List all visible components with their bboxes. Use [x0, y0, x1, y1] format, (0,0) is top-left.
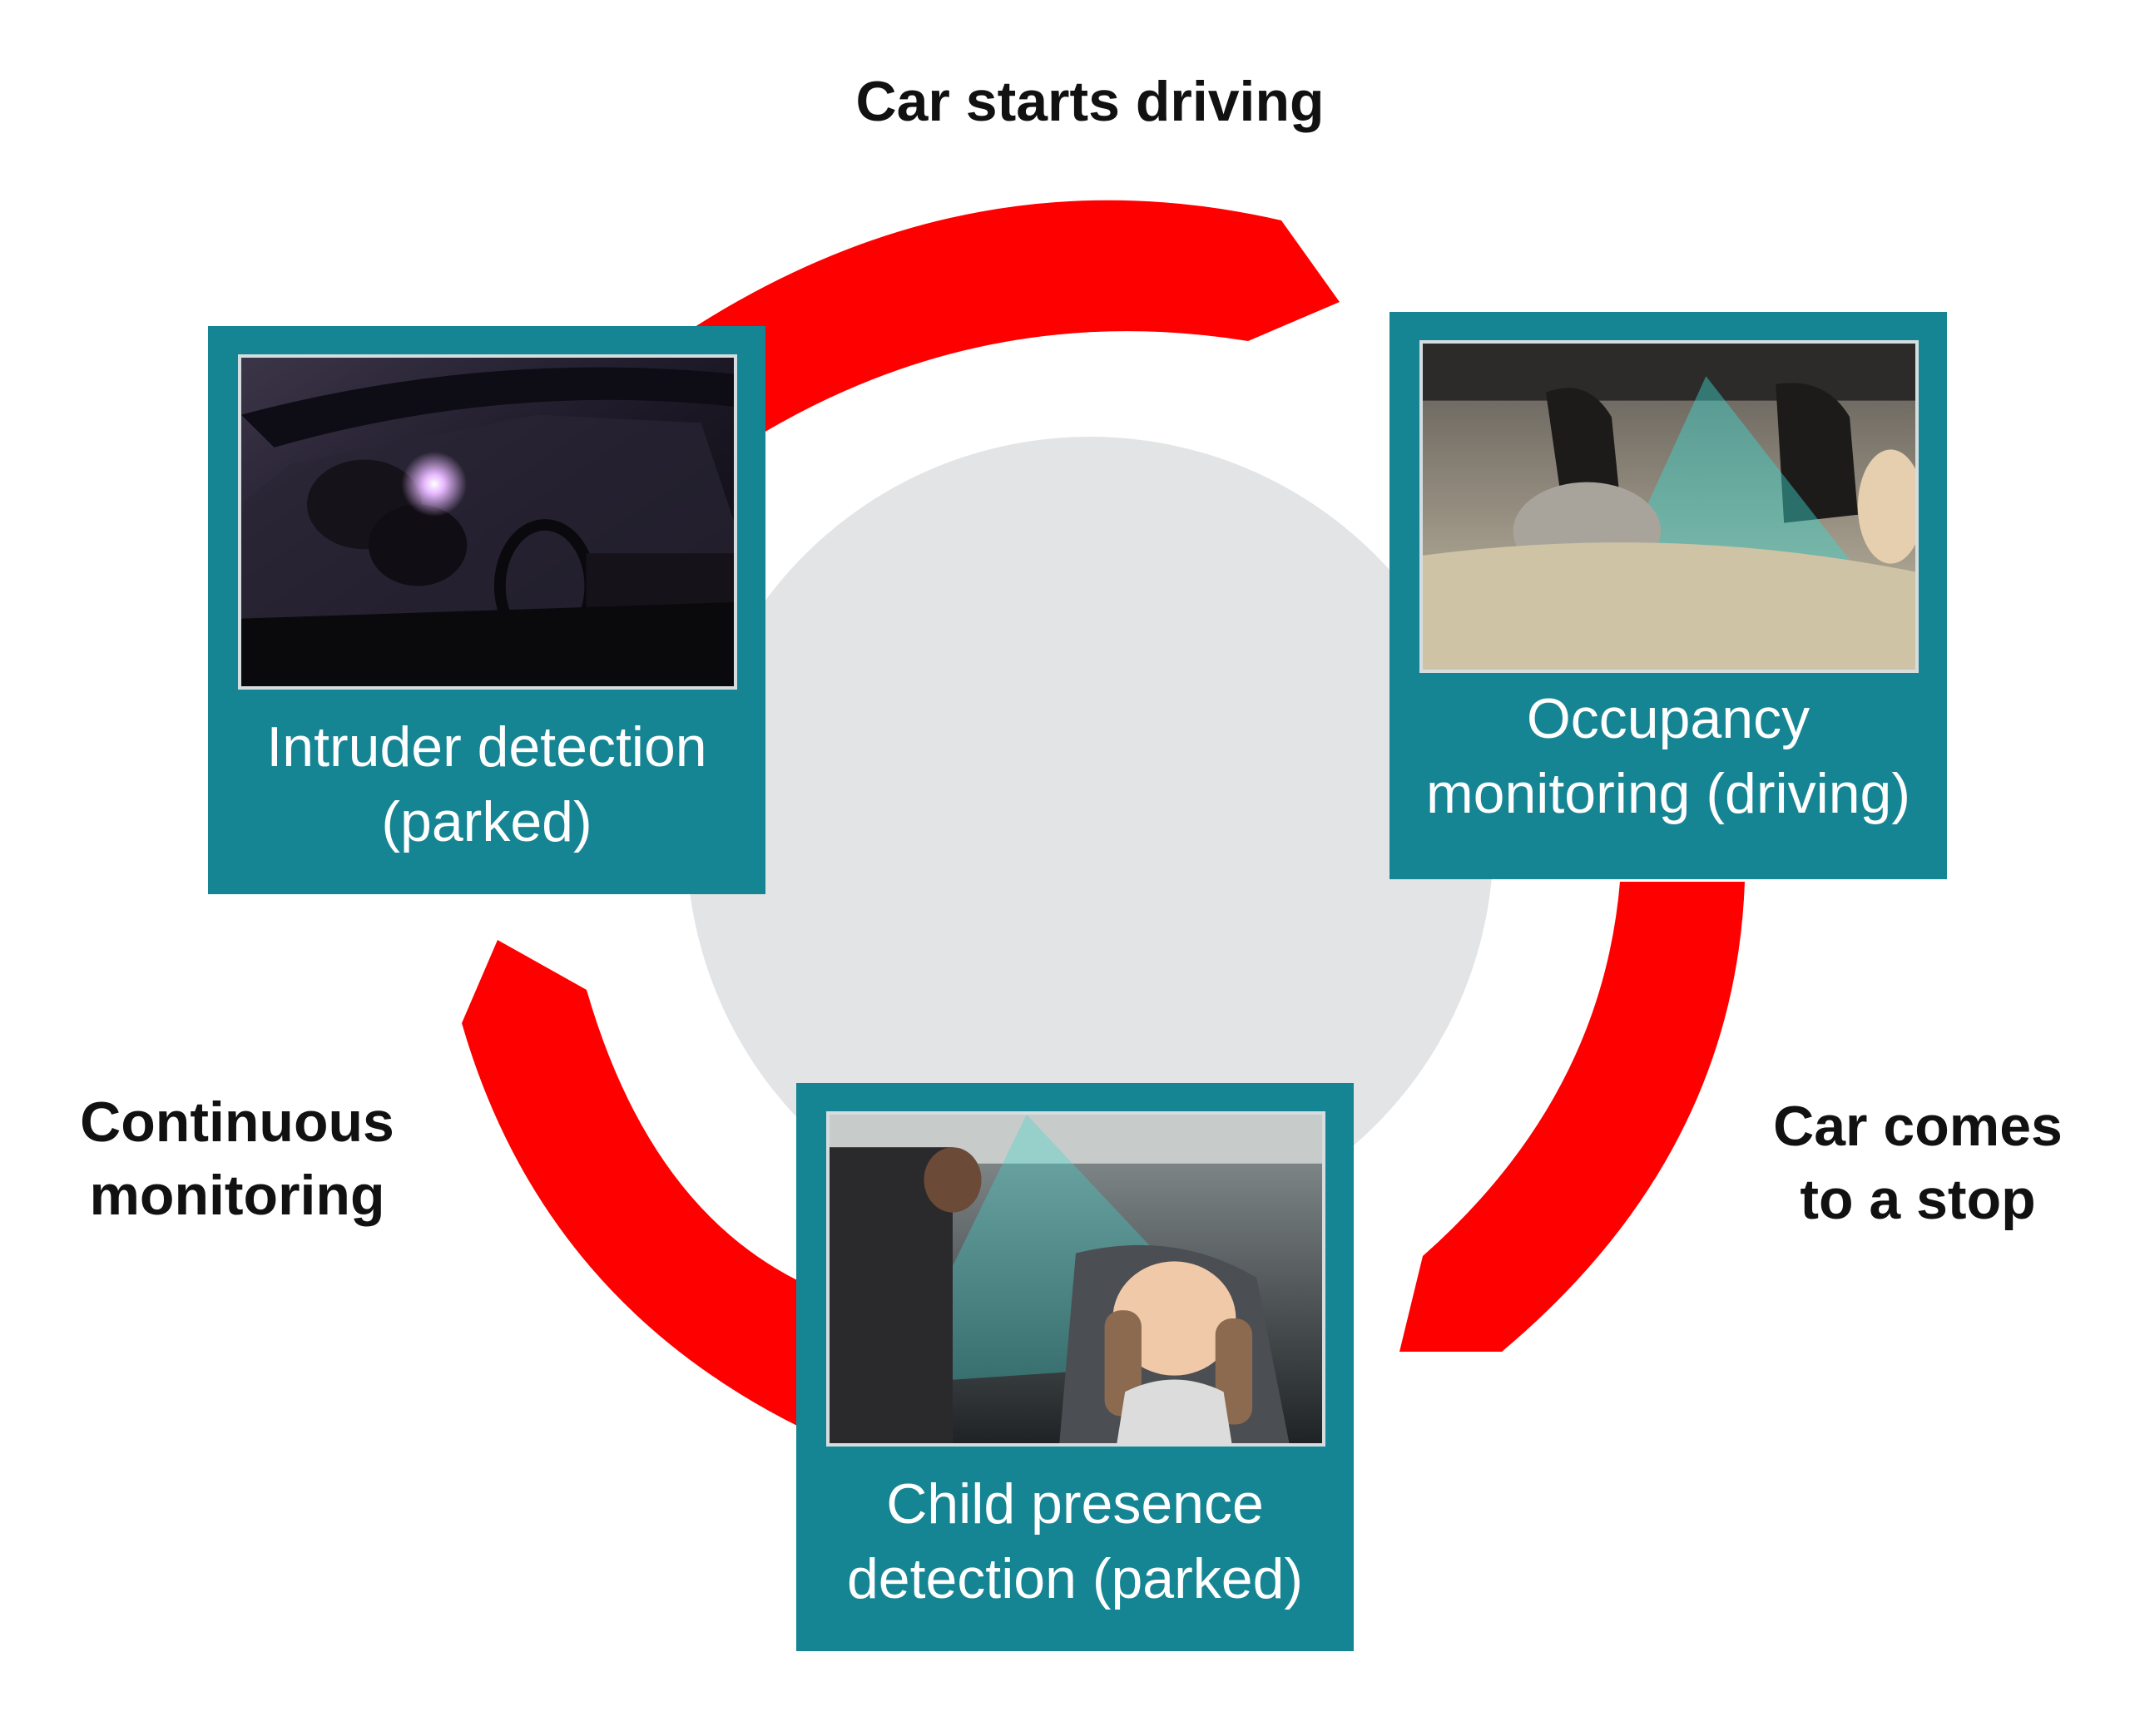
- intruder-caption-line1: Intruder detection: [266, 715, 707, 779]
- label-car-comes-line1: Car comes: [1773, 1095, 2063, 1158]
- label-continuous-line1: Continuous: [80, 1091, 394, 1154]
- label-car-starts-driving: Car starts driving: [855, 70, 1325, 133]
- intruder-caption: Intruder detection (parked): [216, 710, 757, 860]
- occupancy-caption-line1: Occupancy: [1526, 687, 1810, 750]
- occupancy-caption-line2: monitoring (driving): [1426, 761, 1910, 825]
- label-car-comes-to-stop: Car comes to a stop: [1743, 1090, 2093, 1237]
- child-caption-line1: Child presence: [886, 1472, 1264, 1536]
- arrow-car-starts-driving: [695, 200, 1340, 433]
- card-intruder-detection: Intruder detection (parked): [208, 326, 765, 894]
- label-continuous-monitoring: Continuous monitoring: [46, 1086, 428, 1233]
- car-interior-occupants-photo: [1419, 340, 1919, 673]
- occupancy-caption: Occupancy monitoring (driving): [1398, 682, 1939, 832]
- intruder-at-car-window-photo: [238, 354, 737, 690]
- baby-in-car-seat-photo: [826, 1111, 1325, 1447]
- child-caption: Child presence detection (parked): [805, 1467, 1345, 1617]
- arrow-continuous-monitoring: [462, 940, 799, 1427]
- label-car-comes-line2: to a stop: [1800, 1168, 2036, 1232]
- intruder-caption-line2: (parked): [381, 789, 592, 853]
- center-disc: [686, 437, 1493, 1244]
- child-caption-line2: detection (parked): [846, 1546, 1304, 1610]
- label-continuous-line2: monitoring: [89, 1164, 385, 1228]
- card-child-presence-detection: Child presence detection (parked): [796, 1083, 1354, 1651]
- card-occupancy-monitoring: Occupancy monitoring (driving): [1389, 312, 1947, 879]
- arrow-car-comes-to-stop: [1399, 882, 1745, 1352]
